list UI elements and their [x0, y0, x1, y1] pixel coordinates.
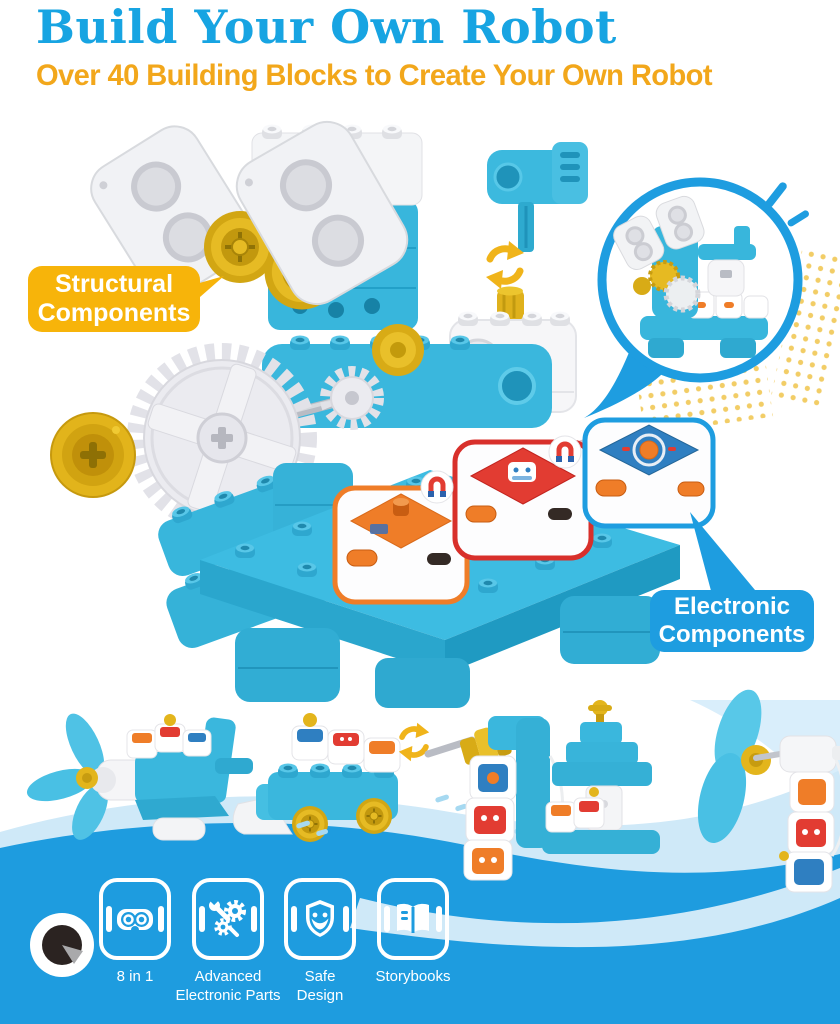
wrench-gears-icon: [209, 897, 246, 937]
angled-plate-left: [90, 125, 254, 299]
feature-label: Advanced Electronic Parts: [175, 968, 281, 1004]
mini-robot: [613, 195, 769, 358]
angled-plate-right: [235, 120, 409, 306]
callout-line: Components: [658, 621, 806, 648]
yellow-hub: [50, 412, 136, 498]
open-book-icon: [397, 903, 429, 933]
page-subtitle: Over 40 Building Blocks to Create Your O…: [36, 58, 713, 92]
structural-build: [90, 120, 423, 330]
mini-build-plane: [26, 713, 253, 841]
feature-safe-design: Safe Design: [258, 878, 382, 1006]
feature-label: Safe Design: [296, 968, 344, 1004]
feature-storybooks: Storybooks: [351, 878, 475, 987]
electronic-cube-red: [452, 439, 594, 561]
callout-tail: [192, 276, 224, 304]
callout-line: Components: [37, 299, 191, 327]
main-platform: [158, 417, 760, 708]
mini-build-tree: [542, 700, 660, 854]
magnet-icon: [548, 435, 582, 469]
feature-advanced-electronic-parts: Advanced Electronic Parts: [166, 878, 290, 1006]
speech-bubble: [584, 177, 840, 435]
callout-line: Electronic: [673, 593, 791, 621]
electronic-badge-tail: [690, 512, 760, 602]
feature-8-in-1: 8 in 1: [73, 878, 197, 987]
electronic-cube-orange: [332, 485, 470, 605]
electronic-components-callout: Electronic Components: [650, 590, 814, 652]
goggles-icon: [117, 909, 153, 934]
magnet-icon: [420, 470, 454, 504]
mini-build-fan: [697, 689, 840, 893]
shield-smile-icon: [306, 900, 334, 937]
camera-eye-logo-glyph: [42, 925, 83, 965]
feature-label: Storybooks: [375, 968, 451, 985]
mini-build-train: [232, 713, 401, 843]
electronic-cube-blue: [582, 417, 716, 529]
page-title: Build Your Own Robot: [36, 0, 617, 54]
camera-eye-logo: [30, 913, 94, 977]
callout-line: Structural: [54, 270, 174, 298]
structural-components-callout: Structural Components: [28, 266, 224, 332]
header: Build Your Own Robot Over 40 Building Bl…: [36, 2, 733, 93]
feature-label: 8 in 1: [116, 968, 154, 985]
